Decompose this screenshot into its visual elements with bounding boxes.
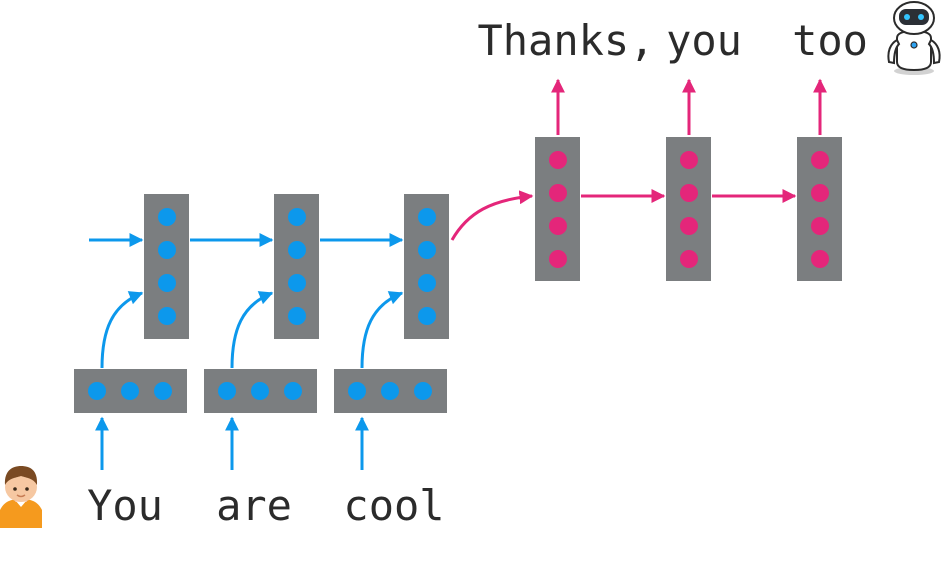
embedding-block-are: [204, 369, 317, 413]
decoder-cell-3: [797, 137, 842, 281]
encoder-cell-3: [404, 194, 449, 339]
embedding-to-cell-arrow: [230, 291, 274, 369]
decoder-cell-1: [535, 137, 580, 281]
embedding-to-cell-arrow: [100, 291, 144, 369]
encoder-cell-2: [274, 194, 319, 339]
embedding-block-cool: [334, 369, 447, 413]
robot-icon: [887, 1, 941, 75]
context-vector-arrow: [450, 190, 534, 241]
encoder-cell-1: [144, 194, 189, 339]
input-word-are: are: [216, 481, 292, 530]
decoder-cell-2: [666, 137, 711, 281]
embedding-to-cell-arrow: [360, 291, 404, 369]
input-word-cool: cool: [343, 481, 444, 530]
input-word-you: You: [87, 481, 163, 530]
output-word-thanks: Thanks,: [477, 16, 654, 65]
person-avatar-icon: [0, 466, 42, 528]
output-word-you: you: [666, 16, 742, 65]
embedding-block-you: [74, 369, 187, 413]
output-word-too: too: [792, 16, 868, 65]
